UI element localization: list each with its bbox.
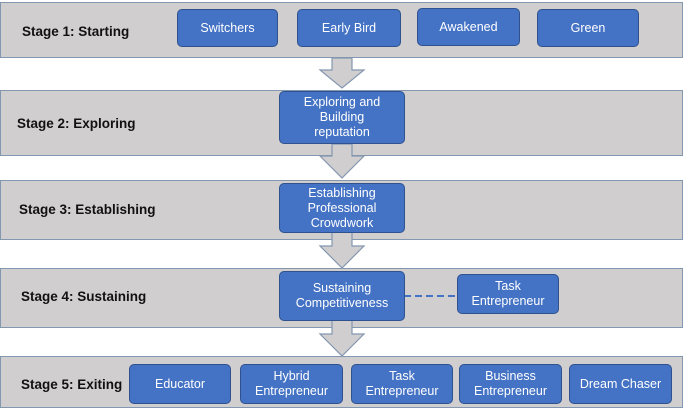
stage-4-label: Stage 4: Sustaining xyxy=(21,289,147,304)
box-educator[interactable]: Educator xyxy=(129,364,231,404)
box-dream-chaser-label: Dream Chaser xyxy=(579,376,662,391)
stage-2-label: Stage 2: Exploring xyxy=(17,116,136,131)
box-sustaining-competitiveness[interactable]: Sustaining Competitiveness xyxy=(279,271,405,321)
box-green-label: Green xyxy=(570,20,606,35)
box-green[interactable]: Green xyxy=(537,9,639,47)
box-establishing-professional-crowdwork[interactable]: Establishing Professional Crowdwork xyxy=(279,183,405,233)
box-hybrid-entrepreneur[interactable]: Hybrid Entrepreneur xyxy=(240,364,343,404)
box-business-entrepreneur[interactable]: Business Entrepreneur xyxy=(459,364,562,404)
box-awakened[interactable]: Awakened xyxy=(417,8,520,46)
box-task-entrepreneur-stage5-label: Task Entrepreneur xyxy=(365,369,439,398)
box-early-bird-label: Early Bird xyxy=(321,20,377,35)
box-establishing-label: Establishing Professional Crowdwork xyxy=(307,185,377,230)
box-dream-chaser[interactable]: Dream Chaser xyxy=(569,364,672,404)
stage-5-label: Stage 5: Exiting xyxy=(21,377,123,392)
box-switchers[interactable]: Switchers xyxy=(177,9,278,47)
box-hybrid-entrepreneur-label: Hybrid Entrepreneur xyxy=(255,369,328,398)
stage-1-label: Stage 1: Starting xyxy=(22,24,130,39)
box-task-entrepreneur-stage4-label: Task Entrepreneur xyxy=(471,279,545,308)
box-awakened-label: Awakened xyxy=(439,19,498,34)
down-arrow-1-2 xyxy=(318,57,366,89)
down-arrow-3-4 xyxy=(318,231,366,269)
box-business-entrepreneur-label: Business Entrepreneur xyxy=(474,369,547,398)
box-exploring-building-reputation[interactable]: Exploring and Building reputation xyxy=(279,91,405,144)
box-task-entrepreneur-stage5[interactable]: Task Entrepreneur xyxy=(351,364,453,404)
box-sustaining-label: Sustaining Competitiveness xyxy=(295,281,389,310)
box-early-bird[interactable]: Early Bird xyxy=(297,9,401,47)
box-task-entrepreneur-stage4[interactable]: Task Entrepreneur xyxy=(457,274,559,314)
box-switchers-label: Switchers xyxy=(200,20,255,35)
stage-3-label: Stage 3: Establishing xyxy=(19,202,156,217)
box-educator-label: Educator xyxy=(154,376,206,391)
down-arrow-2-3 xyxy=(318,143,366,179)
box-exploring-label: Exploring and Building reputation xyxy=(303,95,381,139)
down-arrow-4-5 xyxy=(318,319,366,357)
